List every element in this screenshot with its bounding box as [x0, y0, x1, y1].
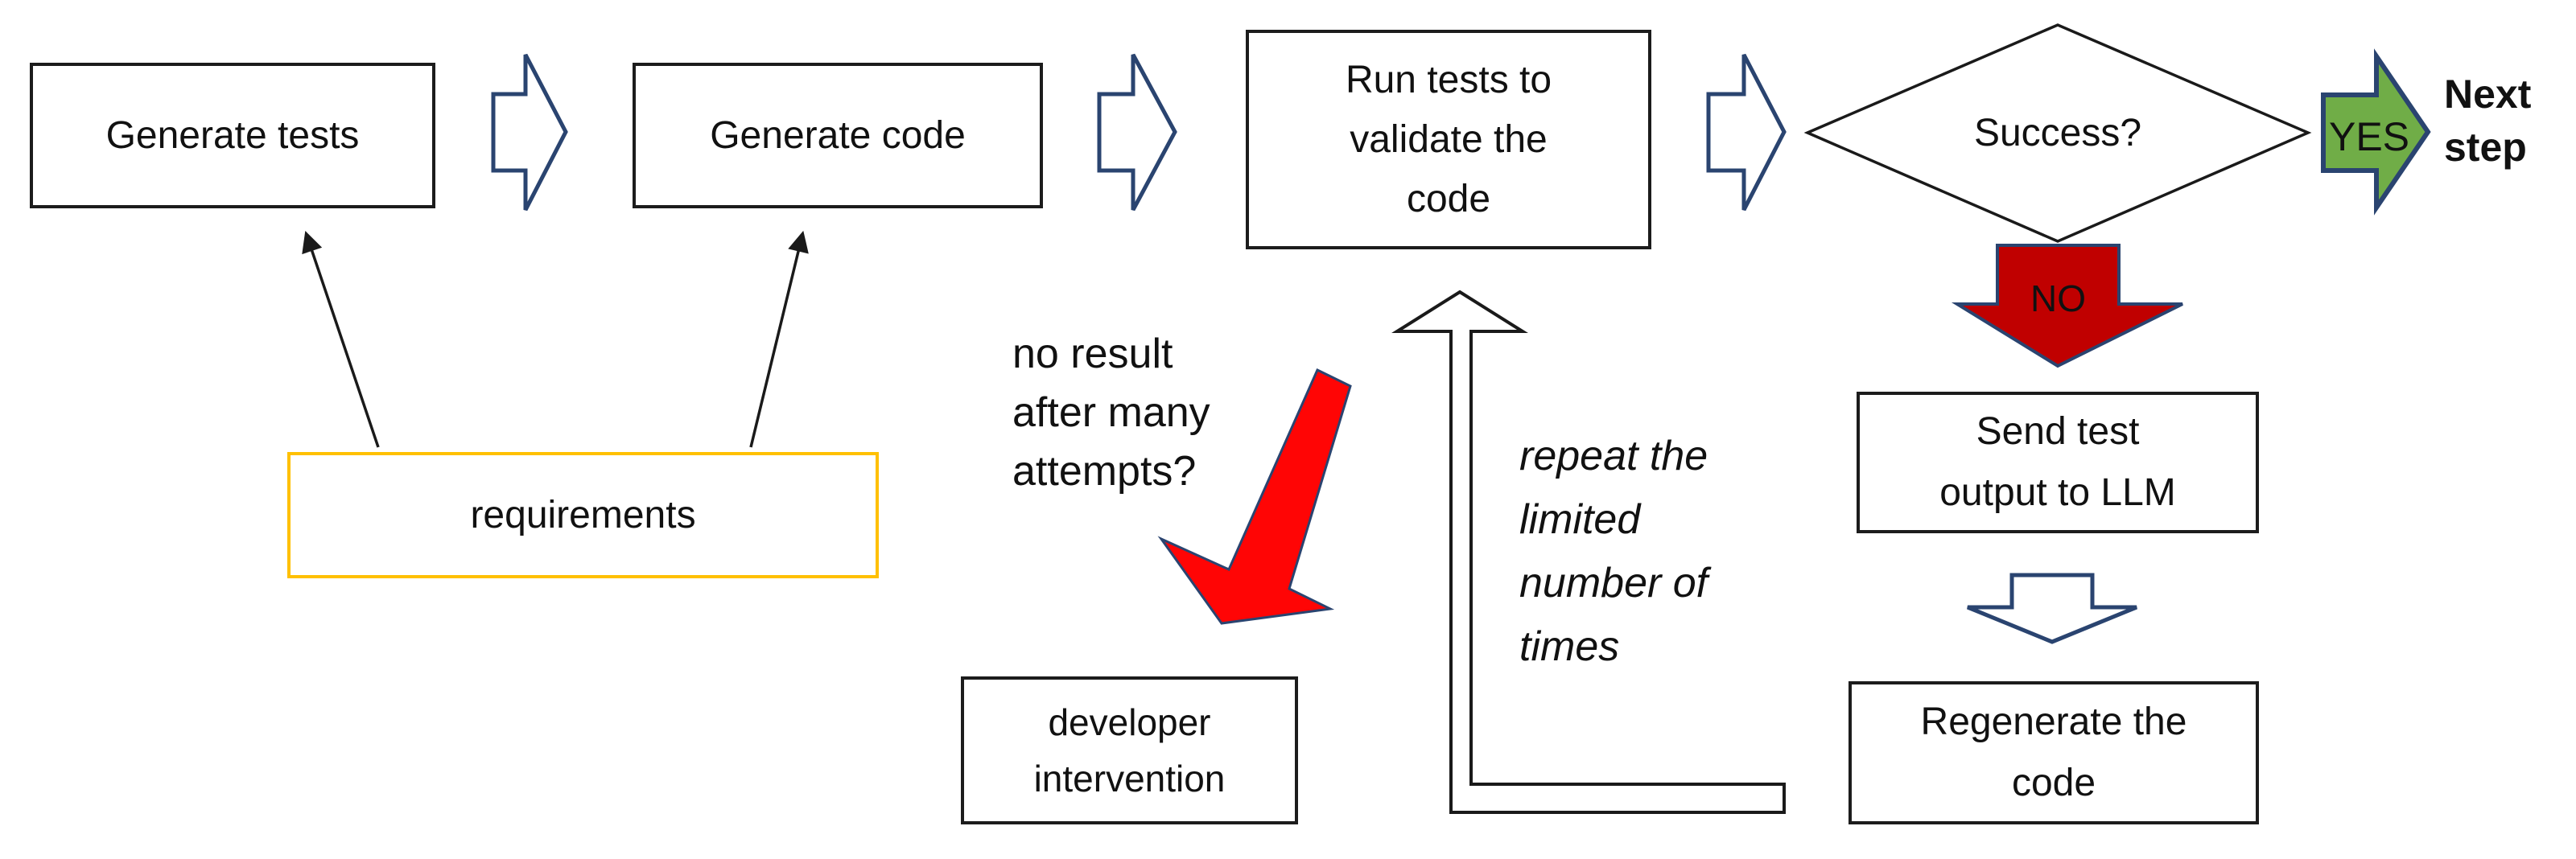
no-arrow-down-icon	[1951, 244, 2183, 368]
thin-arrow-up-icon	[302, 231, 380, 448]
node-label-line: code	[1406, 177, 1491, 220]
annotation-line: attempts?	[1012, 448, 1197, 495]
no-label: NO	[1997, 275, 2119, 322]
node-label-line: validate the	[1350, 117, 1548, 161]
node-label-line: intervention	[1033, 758, 1226, 799]
node-regenerate-code: Regenerate the code	[1849, 681, 2259, 824]
flow-arrow-right-icon	[1097, 53, 1177, 212]
repeat-annotation: repeat the limited number of times	[1519, 425, 1793, 679]
node-label-line: output to LLM	[1939, 471, 2176, 514]
node-label-line: Send test	[1976, 410, 2140, 453]
node-label-line: developer	[1048, 701, 1211, 743]
node-run-tests: Run tests to validate the code	[1246, 30, 1651, 249]
node-label: requirements	[470, 493, 696, 536]
node-send-test-output: Send test output to LLM	[1857, 392, 2259, 533]
annotation-line: repeat the	[1519, 433, 1708, 479]
annotation-line: after many	[1012, 389, 1210, 436]
flow-arrow-right-icon	[1706, 53, 1787, 212]
next-step-line: step	[2444, 125, 2527, 170]
decision-label: Success?	[1807, 25, 2308, 241]
yes-label: YES	[2321, 111, 2417, 162]
thin-arrow-up-icon	[749, 230, 809, 448]
red-arrow-down-left-icon	[1157, 368, 1352, 625]
node-requirements: requirements	[287, 452, 879, 578]
decision-label-text: Success?	[1973, 112, 2142, 154]
flow-arrow-right-icon	[491, 53, 568, 212]
next-step-line: Next	[2444, 72, 2532, 117]
node-label-line: Regenerate the	[1920, 701, 2187, 743]
decision-diamond	[1803, 23, 2312, 243]
no-label-text: NO	[2030, 277, 2086, 319]
node-label-line: code	[2011, 762, 2096, 804]
node-developer-intervention: developer intervention	[961, 676, 1298, 824]
annotation-line: limited	[1519, 496, 1641, 543]
node-generate-tests: Generate tests	[30, 63, 435, 208]
node-label-line: Run tests to	[1345, 58, 1552, 101]
down-arrow-icon	[1967, 573, 2137, 644]
next-step-label: Next step	[2444, 68, 2576, 196]
annotation-line: number of	[1519, 560, 1708, 606]
yes-label-text: YES	[2328, 114, 2410, 159]
yes-arrow-right-icon	[2321, 48, 2431, 216]
no-result-annotation: no result after many attempts?	[1012, 325, 1286, 501]
node-label: Generate tests	[105, 113, 360, 157]
loop-up-arrow-icon	[1391, 290, 1786, 814]
annotation-line: times	[1519, 623, 1620, 670]
node-label: Generate code	[710, 113, 966, 157]
annotation-line: no result	[1012, 331, 1173, 377]
node-generate-code: Generate code	[633, 63, 1043, 208]
